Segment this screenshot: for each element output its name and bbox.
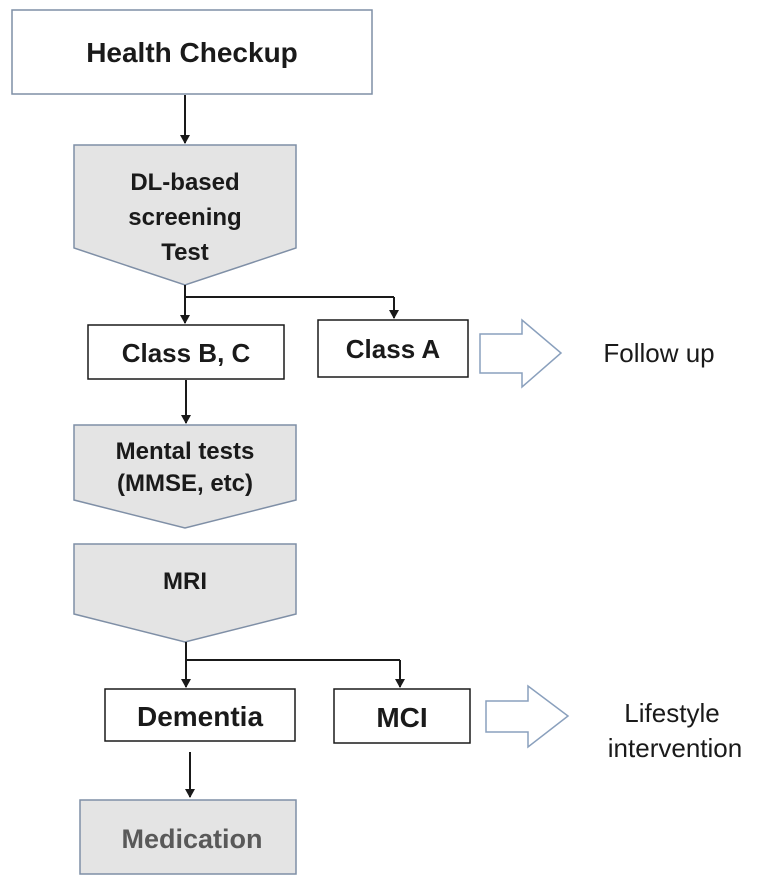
lifestyle-arrow-icon bbox=[485, 684, 570, 749]
class-bc-label: Class B, C bbox=[122, 338, 251, 368]
dementia-label: Dementia bbox=[137, 701, 263, 732]
mental-tests-label-line1: Mental tests bbox=[116, 438, 255, 465]
mci-label: MCI bbox=[376, 702, 427, 733]
medication-node: Medication bbox=[79, 799, 297, 875]
dl-screening-node: DL-based screening Test bbox=[73, 144, 297, 286]
dl-screening-label-line2: screening bbox=[128, 204, 241, 231]
health-checkup-label: Health Checkup bbox=[86, 37, 298, 68]
health-checkup-node: Health Checkup bbox=[11, 9, 373, 95]
split-connector-mri bbox=[181, 642, 405, 688]
mci-node: MCI bbox=[333, 688, 471, 744]
mri-node: MRI bbox=[73, 543, 297, 643]
mental-tests-node: Mental tests (MMSE, etc) bbox=[73, 424, 297, 529]
mri-label: MRI bbox=[163, 568, 207, 595]
follow-up-arrow-icon bbox=[479, 318, 563, 389]
dl-screening-label-line1: DL-based bbox=[130, 169, 239, 196]
class-a-node: Class A bbox=[317, 319, 469, 378]
dementia-node: Dementia bbox=[104, 688, 296, 742]
lifestyle-label-line2: intervention bbox=[608, 733, 742, 763]
class-a-label: Class A bbox=[346, 334, 441, 364]
class-bc-node: Class B, C bbox=[87, 324, 285, 380]
mental-tests-label-line2: (MMSE, etc) bbox=[117, 470, 253, 497]
dl-screening-label-line3: Test bbox=[161, 239, 209, 266]
medication-label: Medication bbox=[121, 824, 262, 854]
split-connector-screening bbox=[180, 285, 399, 324]
follow-up-label: Follow up bbox=[603, 338, 714, 368]
lifestyle-label-line1: Lifestyle bbox=[624, 698, 719, 728]
